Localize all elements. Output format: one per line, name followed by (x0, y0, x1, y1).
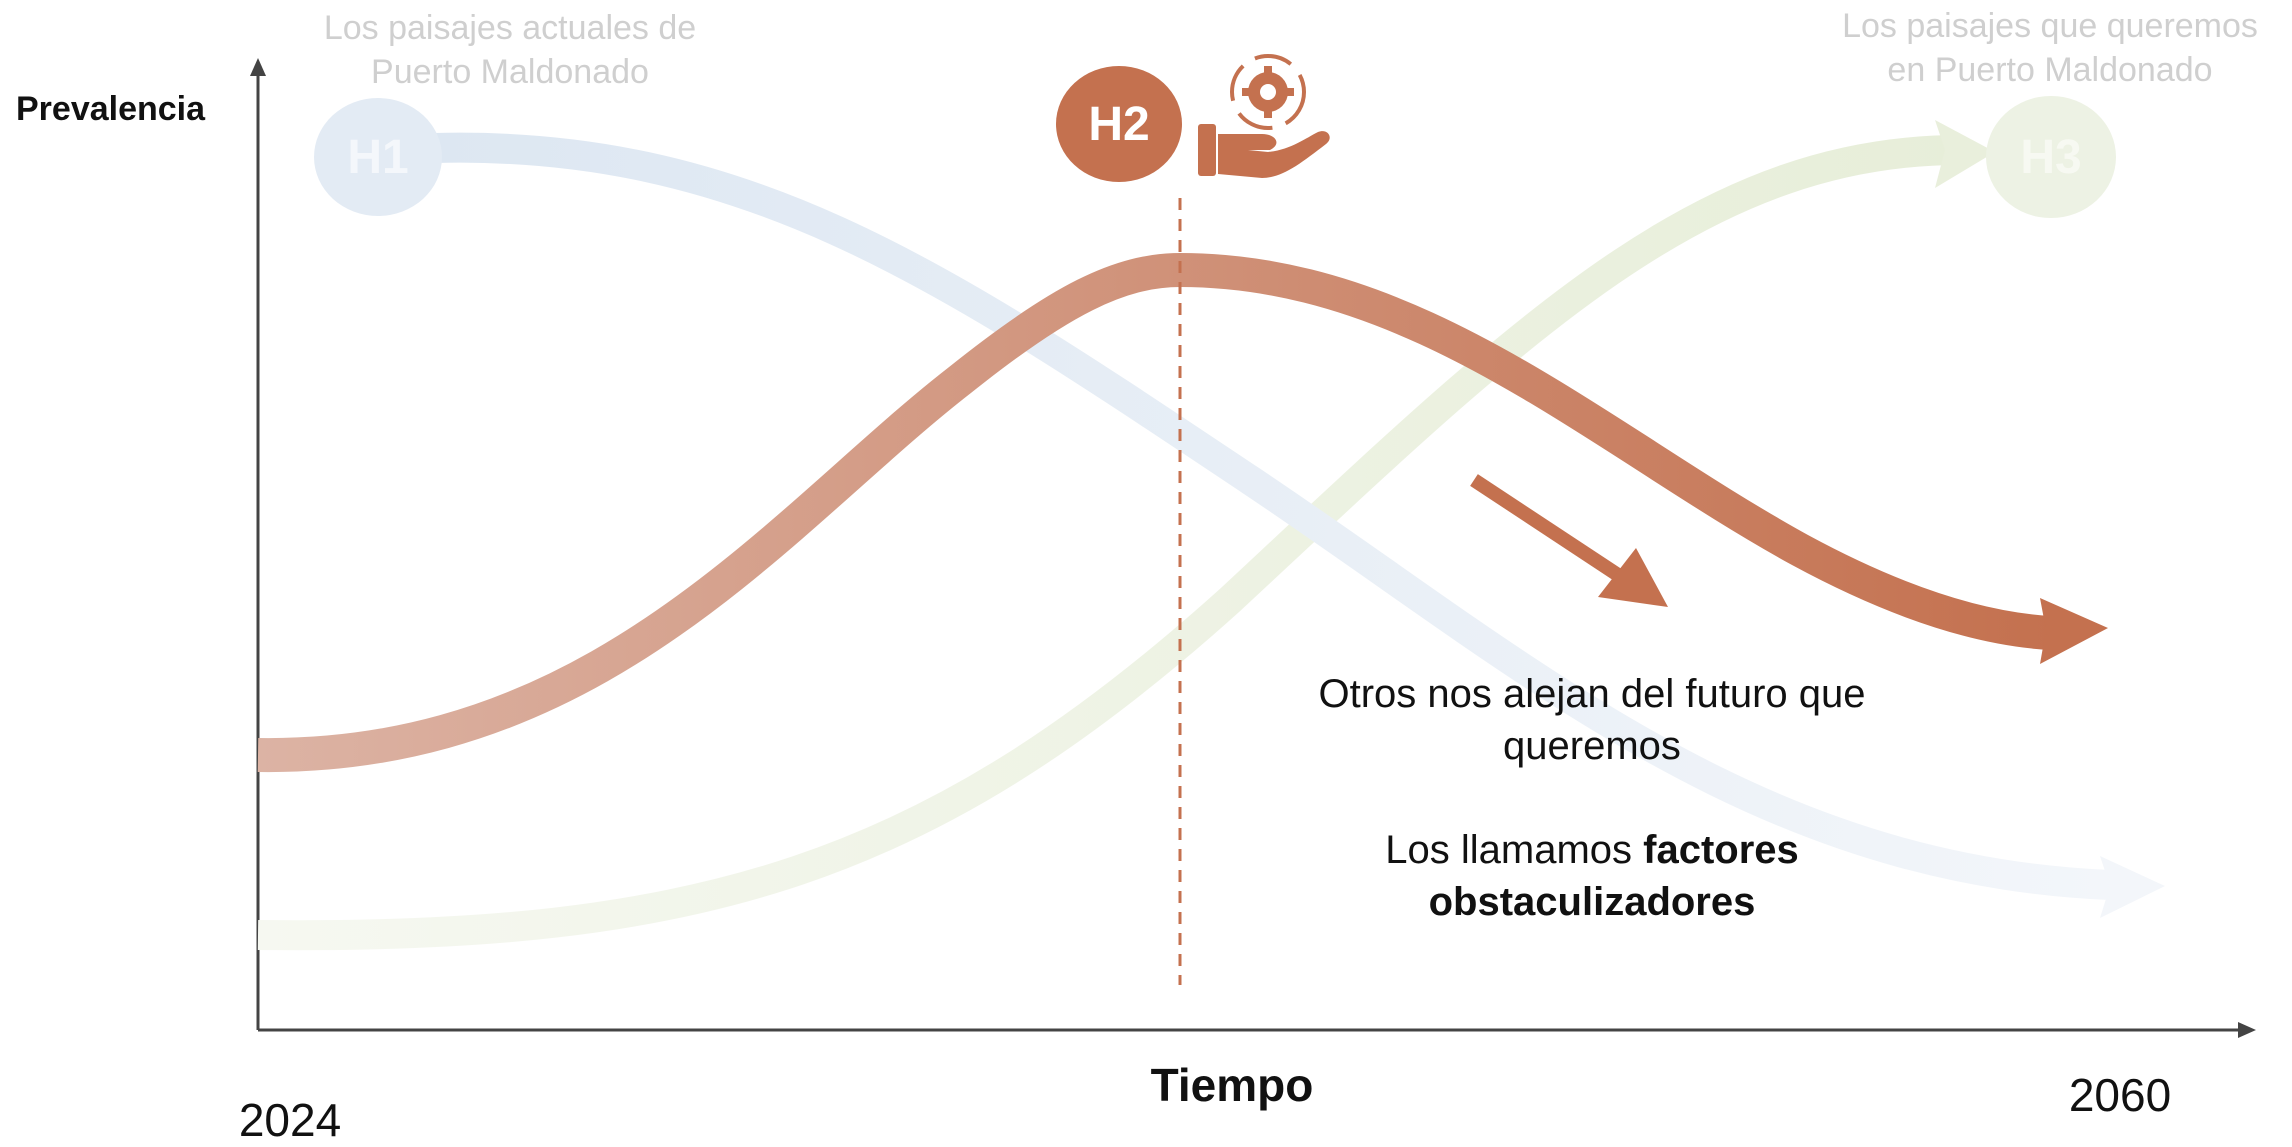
h2-arrowhead-icon (2040, 598, 2108, 664)
note-obstacles: Otros nos alejan del futuro que queremos (1318, 668, 1865, 772)
x-axis-label: Tiempo (1150, 1059, 1314, 1111)
note-line4-bold: obstaculizadores (1428, 880, 1756, 924)
h1-caption-line2: Puerto Maldonado (371, 53, 649, 91)
note-line3: Los llamamos factores (1385, 824, 1799, 876)
h3-node: H3 (1986, 96, 2116, 218)
h3-curve (257, 135, 1961, 951)
note-line2: queremos (1503, 724, 1681, 768)
note-factors: Los llamamos factores obstaculizadores (1385, 824, 1799, 928)
h1-curve (434, 132, 2111, 900)
h3-caption-line2: en Puerto Maldonado (1887, 51, 2213, 89)
h3-arrowhead-icon (1935, 120, 1995, 188)
obstacle-arrow (1470, 474, 1622, 581)
hand-gear-icon (1198, 54, 1330, 178)
obstacle-arrowhead-icon (1598, 548, 1668, 607)
h1-arrowhead-icon (2100, 856, 2165, 918)
h1-label: H1 (347, 130, 409, 184)
note-line4: obstaculizadores (1385, 876, 1799, 928)
h2-node: H2 (1056, 66, 1182, 182)
y-axis-label: Prevalencia (16, 90, 206, 128)
start-year-label: 2024 (238, 1094, 342, 1146)
h1-node: H1 (314, 98, 442, 216)
note-line3-bold: factores (1643, 828, 1799, 872)
h3-caption: Los paisajes que queremos en Puerto Mald… (1842, 4, 2258, 92)
note-line1: Otros nos alejan del futuro que (1318, 672, 1866, 716)
end-year-label: 2060 (2068, 1069, 2172, 1121)
h1-caption: Los paisajes actuales de Puerto Maldonad… (324, 6, 696, 94)
y-axis-arrow-icon (250, 58, 266, 76)
h3-label: H3 (2020, 130, 2082, 184)
x-axis-arrow-icon (2238, 1022, 2256, 1038)
note-line3-prefix: Los llamamos (1385, 828, 1644, 872)
h2-label: H2 (1088, 97, 1150, 151)
h3-caption-line1: Los paisajes que queremos (1842, 7, 2258, 45)
h1-caption-line1: Los paisajes actuales de (323, 9, 697, 47)
